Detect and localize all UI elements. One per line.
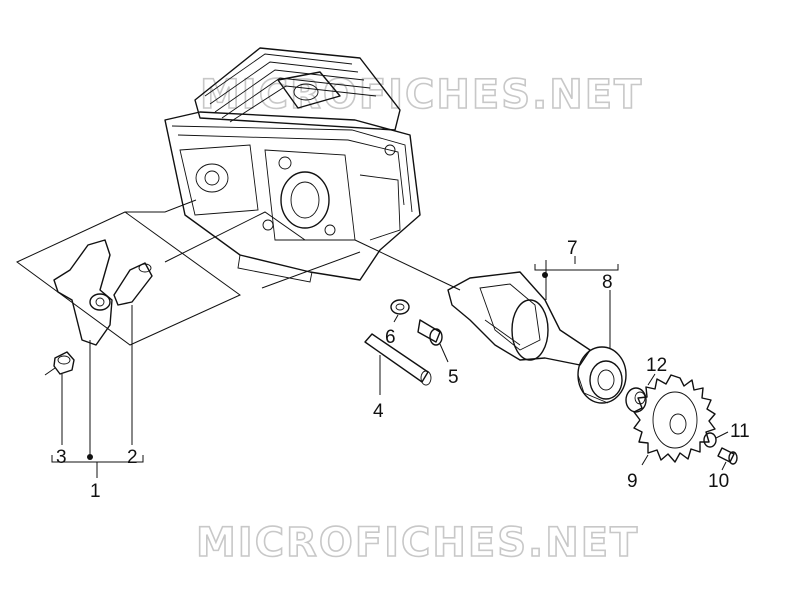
adjusting-screw <box>113 262 153 445</box>
spacer-ring <box>625 373 656 413</box>
callout-label-10: 10 <box>708 471 729 492</box>
callout-group-1-bracket <box>16 199 361 478</box>
callout-dot-1 <box>87 454 93 460</box>
callout-label-9: 9 <box>627 471 638 492</box>
callout-dot-7 <box>542 272 548 278</box>
cylinder-head <box>164 47 421 283</box>
callout-label-11: 11 <box>730 421 750 442</box>
callout-label-4: 4 <box>373 401 384 422</box>
rocker-arm <box>53 239 113 460</box>
callout-label-2: 2 <box>127 447 138 468</box>
callout-label-7: 7 <box>567 238 578 259</box>
washer-bolt <box>390 299 449 363</box>
watermark-top: MICROFICHES.NET <box>200 72 643 118</box>
watermark-bottom: MICROFICHES.NET <box>196 520 639 566</box>
callout-label-8: 8 <box>602 272 613 293</box>
callout-label-3: 3 <box>56 447 67 468</box>
cam-sprocket <box>633 374 716 466</box>
rocker-shaft <box>364 333 432 395</box>
callout-label-6: 6 <box>385 327 396 348</box>
sprocket-washer-bolt <box>703 431 738 471</box>
bearing <box>577 290 627 404</box>
callout-label-1: 1 <box>90 481 101 502</box>
lock-nut <box>44 351 75 445</box>
callout-label-5: 5 <box>448 367 459 388</box>
callout-label-12: 12 <box>646 355 667 376</box>
